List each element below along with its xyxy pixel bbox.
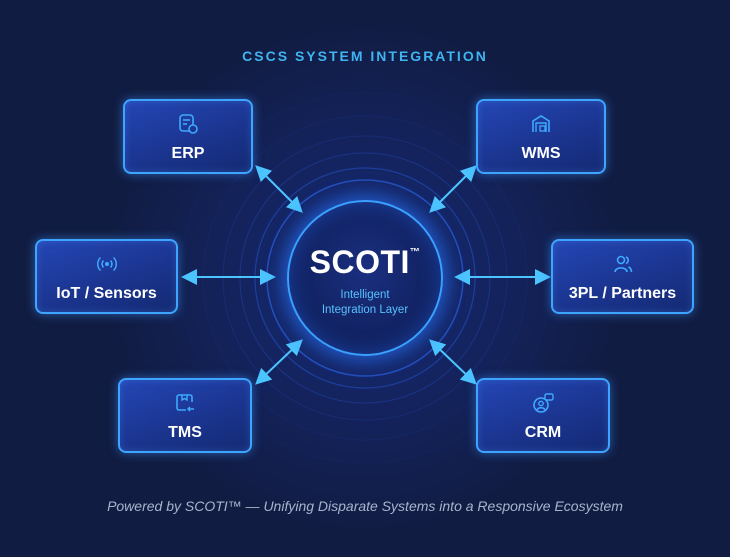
package-return-icon	[176, 394, 194, 412]
node-label: 3PL / Partners	[568, 285, 677, 302]
node-wms[interactable]: WMS	[476, 99, 606, 174]
node-label: TMS	[168, 424, 202, 441]
arrow-erp	[255, 165, 303, 213]
arrow-tms	[255, 339, 303, 385]
node-label: ERP	[171, 145, 205, 162]
scoti-hub[interactable]: SCOTI™ Intelligent Integration Layer	[287, 200, 443, 356]
arrow-wms	[429, 165, 477, 213]
node-label: WMS	[521, 145, 561, 162]
node-label: IoT / Sensors	[56, 285, 157, 302]
node-crm[interactable]: CRM	[476, 378, 610, 453]
node-3pl-partners[interactable]: 3PL / Partners	[551, 239, 694, 314]
user-chat-icon	[533, 393, 554, 413]
node-label: CRM	[524, 424, 562, 441]
hub-subtitle: Intelligent Integration Layer	[321, 289, 409, 316]
diagram-title: CSCS SYSTEM INTEGRATION	[242, 48, 488, 64]
node-tms[interactable]: TMS	[118, 378, 252, 453]
arrow-crm	[429, 339, 477, 385]
node-iot-sensors[interactable]: IoT / Sensors	[35, 239, 178, 314]
hub-name: SCOTI™	[309, 244, 421, 280]
footer-tagline: Powered by SCOTI™ — Unifying Disparate S…	[107, 498, 623, 514]
document-clock-icon	[179, 114, 198, 134]
users-icon	[613, 255, 632, 273]
warehouse-icon	[532, 115, 550, 132]
node-erp[interactable]: ERP	[123, 99, 253, 174]
wireless-signal-icon	[96, 256, 117, 272]
